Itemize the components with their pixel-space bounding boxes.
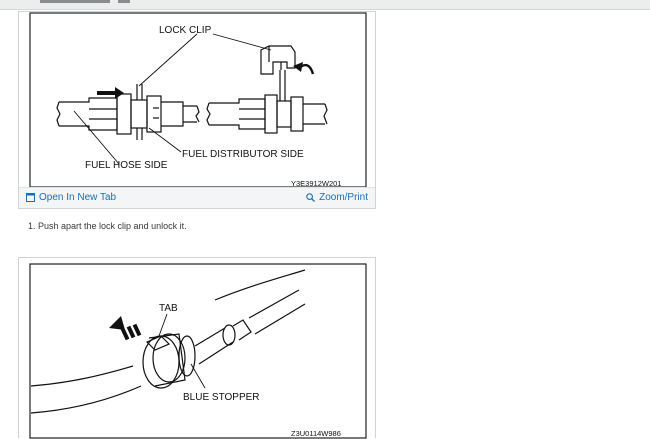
- fuel-distributor-assembly: [206, 70, 328, 134]
- open-in-new-tab-link[interactable]: Open In New Tab: [26, 192, 116, 203]
- blue-stopper-diagram: TAB BLUE STOPPER Z3U0114W986: [29, 263, 367, 439]
- label-fuel-hose-side: FUEL HOSE SIDE: [85, 160, 168, 171]
- leader-lines: [158, 313, 206, 389]
- magnifier-icon: [306, 193, 316, 202]
- diagram-frame: [29, 12, 367, 188]
- title-fragment: [118, 0, 130, 3]
- lift-arrowhead-icon: [293, 62, 303, 72]
- browser-top-bar: [0, 0, 650, 10]
- lock-clip-diagram: LOCK CLIP FUEL HOSE SIDE FUEL DISTRIBUTO…: [29, 12, 367, 188]
- zoom-print-label: Zoom/Print: [319, 192, 368, 203]
- zoom-print-link[interactable]: Zoom/Print: [306, 192, 368, 203]
- external-window-icon: [26, 193, 35, 202]
- title-fragment: [40, 0, 110, 3]
- label-fuel-distributor-side: FUEL DISTRIBUTOR SIDE: [182, 149, 304, 160]
- figure-code: Z3U0114W986: [291, 429, 341, 438]
- label-tab: TAB: [159, 303, 178, 314]
- label-lock-clip: LOCK CLIP: [159, 25, 212, 36]
- lock-clip-removed: [260, 45, 296, 75]
- open-in-new-tab-label: Open In New Tab: [39, 192, 117, 203]
- push-arrow-icon: [109, 316, 142, 341]
- hose-assembly: [30, 269, 306, 414]
- push-arrow-icon: [97, 87, 124, 99]
- figure-card-lock-clip: LOCK CLIP FUEL HOSE SIDE FUEL DISTRIBUTO…: [18, 11, 376, 209]
- figure-code: Y3E3912W201: [291, 179, 341, 188]
- label-blue-stopper: BLUE STOPPER: [183, 392, 260, 403]
- figure-footer: Open In New Tab Zoom/Print: [19, 187, 375, 208]
- leader-lines: [73, 33, 272, 165]
- diagram-frame: [29, 263, 367, 439]
- figure-card-blue-stopper: TAB BLUE STOPPER Z3U0114W986: [18, 257, 376, 439]
- step-instruction: 1. Push apart the lock clip and unlock i…: [28, 221, 187, 231]
- fuel-hose-assembly: [56, 84, 200, 140]
